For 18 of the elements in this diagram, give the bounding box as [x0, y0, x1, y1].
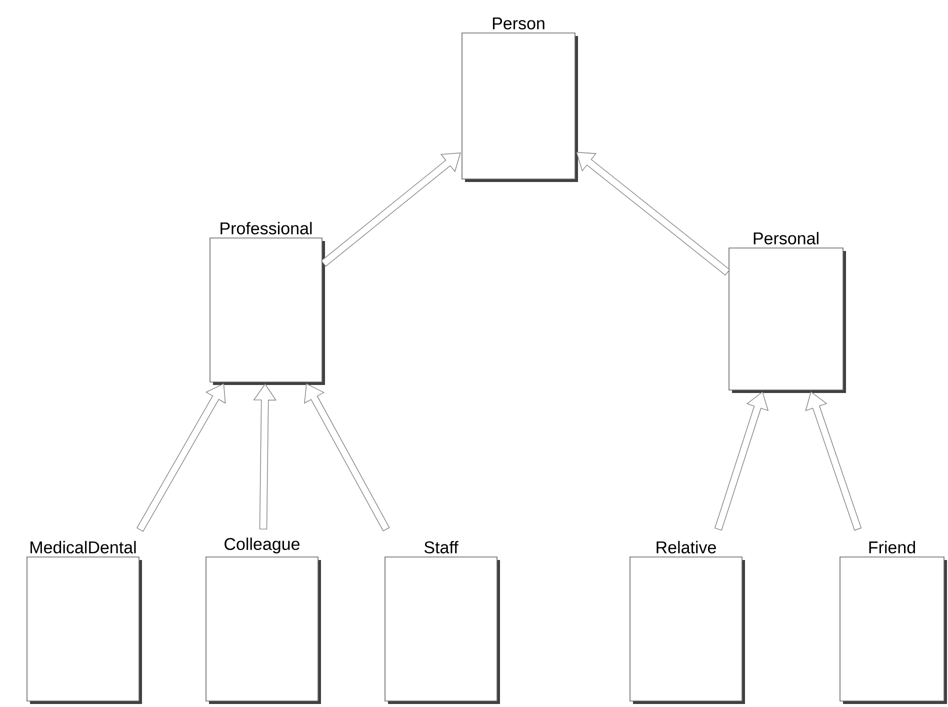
class-box: Personal: [728, 232, 846, 393]
node-label: Staff: [424, 540, 458, 554]
class-box: Relative: [630, 540, 745, 704]
node-label: Professional: [220, 222, 312, 234]
class-box: Staff: [384, 540, 500, 704]
class-box: Friend: [840, 540, 947, 704]
node-label: Colleague: [224, 538, 300, 554]
node-label: Friend: [869, 540, 915, 554]
node-label: MedicalDental: [30, 540, 136, 554]
hollow-arrow: [253, 383, 277, 530]
node-label: Person: [492, 18, 544, 30]
hollow-arrow: [304, 383, 390, 532]
node-label: Personal: [754, 232, 818, 244]
class-box: Colleague: [206, 538, 321, 704]
node-label: Relative: [656, 540, 716, 554]
class-box: MedicalDental: [26, 540, 142, 704]
class-box: Person: [462, 18, 578, 182]
class-box: Professional: [210, 222, 325, 385]
